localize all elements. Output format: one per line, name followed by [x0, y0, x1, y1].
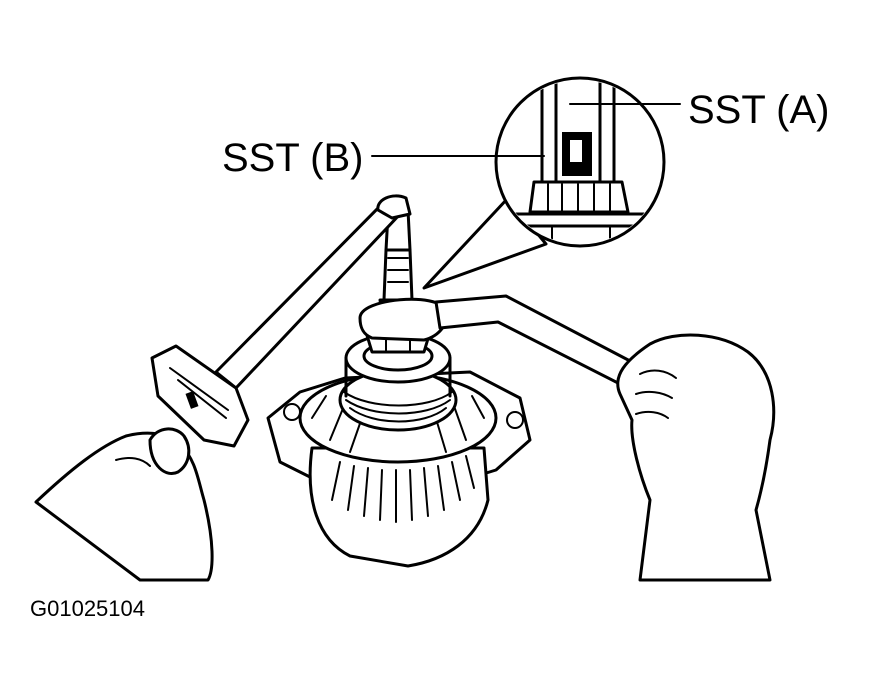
torque-scale-mark [185, 391, 199, 409]
pulley-groove-2 [345, 399, 451, 415]
sst-b-label: SST (B) [222, 136, 364, 180]
box-wrench-ring [358, 297, 449, 342]
right-hand [616, 333, 776, 582]
figure-code: G01025104 [30, 596, 145, 621]
alternator [266, 332, 532, 568]
pulley-groove-1 [343, 391, 453, 407]
box-wrench [358, 294, 634, 386]
left-hand [34, 427, 214, 582]
detail-inset [422, 76, 666, 290]
inset-detail-drawing [498, 80, 662, 244]
torque-wrench-elbow [376, 194, 412, 220]
pulley-groove-3 [349, 407, 447, 423]
torque-wrench [150, 194, 412, 448]
alternator-housing [308, 446, 490, 568]
torque-wrench-handle [150, 344, 250, 448]
housing-vents [331, 455, 475, 523]
flange-bolt-hole-right [506, 411, 524, 429]
sst-a-label: SST (A) [688, 88, 830, 132]
